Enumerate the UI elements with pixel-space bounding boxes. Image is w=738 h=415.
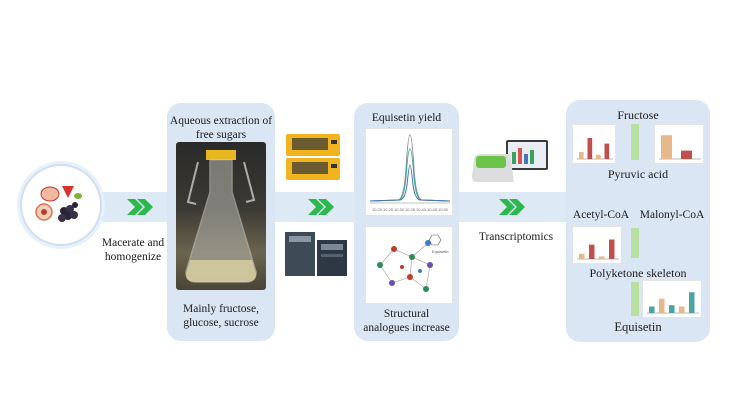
equisetin-label: Equisetin <box>614 320 662 334</box>
chevron-right-icon <box>308 199 334 215</box>
flask-photo <box>176 142 266 290</box>
acetyl-label: Acetyl-CoA <box>572 209 630 221</box>
mini-bar <box>596 154 601 159</box>
hplc-photo <box>283 228 351 280</box>
equisetin-structure-label: Equisetin <box>432 249 448 254</box>
mini-chart <box>572 124 616 164</box>
sugars-caption: Mainly fructose,glucose, sucrose <box>182 303 259 329</box>
chrom-tick: 10.25 <box>383 207 394 212</box>
chrom-tick: 10.40 <box>416 207 427 212</box>
mini-bar <box>649 306 655 313</box>
chrom-tick: 10.35 <box>405 207 416 212</box>
chrom-tick: 10.30 <box>394 207 405 212</box>
fructose-label: Fructose <box>617 108 659 122</box>
mini-chart <box>642 280 702 318</box>
mini-bar <box>661 135 672 159</box>
fruit-icon <box>20 164 102 246</box>
incubator-photo <box>284 132 342 184</box>
analogues-network: Equisetin <box>365 226 453 304</box>
chromatogram: 10.20 10.25 10.30 10.35 10.40 10.45 10.5… <box>365 128 453 216</box>
mini-bar <box>599 256 605 259</box>
pathway-arrow <box>631 228 639 258</box>
mini-bar <box>609 239 615 259</box>
mini-bar <box>669 305 675 313</box>
transcriptomics-label: Transcriptomics <box>478 231 554 243</box>
polyketide-label: Polyketone skeleton <box>589 266 687 280</box>
chrom-tick: 10.45 <box>427 207 438 212</box>
chrom-tick: 10.20 <box>372 207 383 212</box>
chrom-tick: 10.50 <box>438 207 449 212</box>
pathway-arrow <box>631 282 639 316</box>
sequencer-photo <box>470 138 550 188</box>
mini-chart <box>572 226 622 264</box>
mini-bar <box>681 150 692 159</box>
mini-bar <box>659 298 665 313</box>
mini-bar <box>679 306 685 313</box>
malonyl-label: Malonyl-CoA <box>639 209 705 221</box>
chevron-right-icon <box>127 199 153 215</box>
mini-bar <box>689 292 695 313</box>
pathway-arrow <box>631 124 639 160</box>
mini-bar <box>589 244 595 259</box>
mini-bar <box>579 152 584 159</box>
chevron-right-icon <box>499 199 525 215</box>
mini-bar <box>587 138 593 159</box>
pyruvic-label: Pyruvic acid <box>607 167 669 181</box>
mini-bar <box>604 143 610 159</box>
flow-band <box>40 192 585 222</box>
mini-chart <box>654 124 704 164</box>
mini-bar <box>579 253 585 259</box>
